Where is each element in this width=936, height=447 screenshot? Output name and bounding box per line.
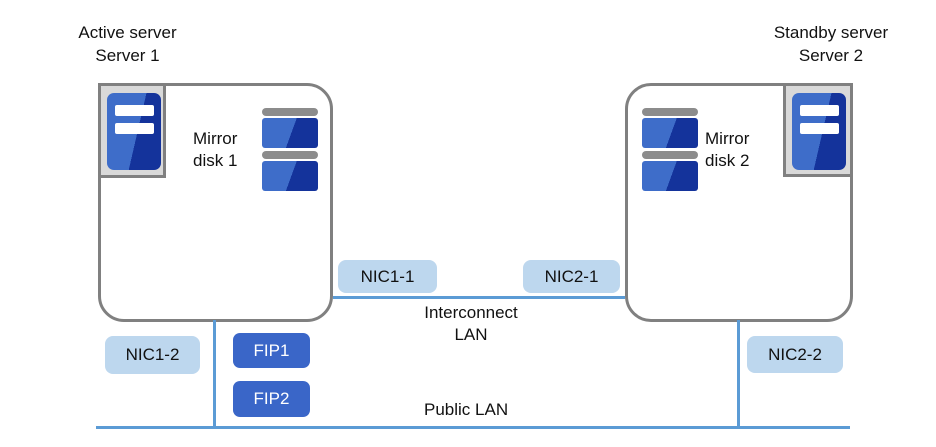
server2-icon xyxy=(783,83,853,177)
standby-server-name: Server 2 xyxy=(798,46,864,65)
nic1-1-badge: NIC1-1 xyxy=(338,260,437,293)
mirror-disk2-label: Mirror disk 2 xyxy=(705,128,771,172)
active-server-name: Server 1 xyxy=(95,46,160,65)
disk-lid-icon xyxy=(262,108,318,116)
mirror-disk2-label-line1: Mirror xyxy=(705,129,750,148)
server-slot-icon xyxy=(115,123,154,134)
disk-lid-icon xyxy=(262,151,318,159)
disk-body-icon xyxy=(642,161,698,191)
server-slot-icon xyxy=(800,105,839,116)
nic1-2-badge: NIC1-2 xyxy=(105,336,200,374)
server-slot-icon xyxy=(800,123,839,134)
fip2-badge: FIP2 xyxy=(233,381,310,417)
disk-body-icon xyxy=(262,118,318,148)
mirror-disk1-label-line1: Mirror xyxy=(193,129,238,148)
nic2-2-badge: NIC2-2 xyxy=(747,336,843,373)
interconnect-lan-label-line1: Interconnect xyxy=(424,303,518,322)
nic2-1-badge: NIC2-1 xyxy=(523,260,620,293)
public-lan-label: Public LAN xyxy=(424,400,509,419)
active-server-title: Active server Server 1 xyxy=(55,21,200,67)
mirror-disk2-label-line2: disk 2 xyxy=(705,151,750,170)
server1-icon xyxy=(98,83,166,178)
standby-server-role: Standby server xyxy=(773,23,889,42)
fip1-badge: FIP1 xyxy=(233,333,310,368)
interconnect-lan-line xyxy=(333,296,625,299)
server1-public-link-line xyxy=(213,320,216,429)
mirror-disk1-label-line2: disk 1 xyxy=(193,151,238,170)
server-slot-icon xyxy=(115,105,154,116)
server-tower-icon xyxy=(107,93,161,170)
interconnect-lan-label: Interconnect LAN xyxy=(405,302,537,346)
disk-lid-icon xyxy=(642,151,698,159)
active-server-role: Active server xyxy=(78,23,177,42)
server2-public-link-line xyxy=(737,320,740,429)
mirror-disk1-icon xyxy=(262,108,318,194)
disk-lid-icon xyxy=(642,108,698,116)
interconnect-lan-label-line2: LAN xyxy=(454,325,488,344)
mirror-disk2-icon xyxy=(642,108,698,194)
disk-body-icon xyxy=(642,118,698,148)
standby-server-title: Standby server Server 2 xyxy=(745,21,917,67)
server-tower-icon xyxy=(792,93,846,170)
mirror-disk1-label: Mirror disk 1 xyxy=(193,128,255,172)
disk-body-icon xyxy=(262,161,318,191)
public-lan-line xyxy=(96,426,850,429)
